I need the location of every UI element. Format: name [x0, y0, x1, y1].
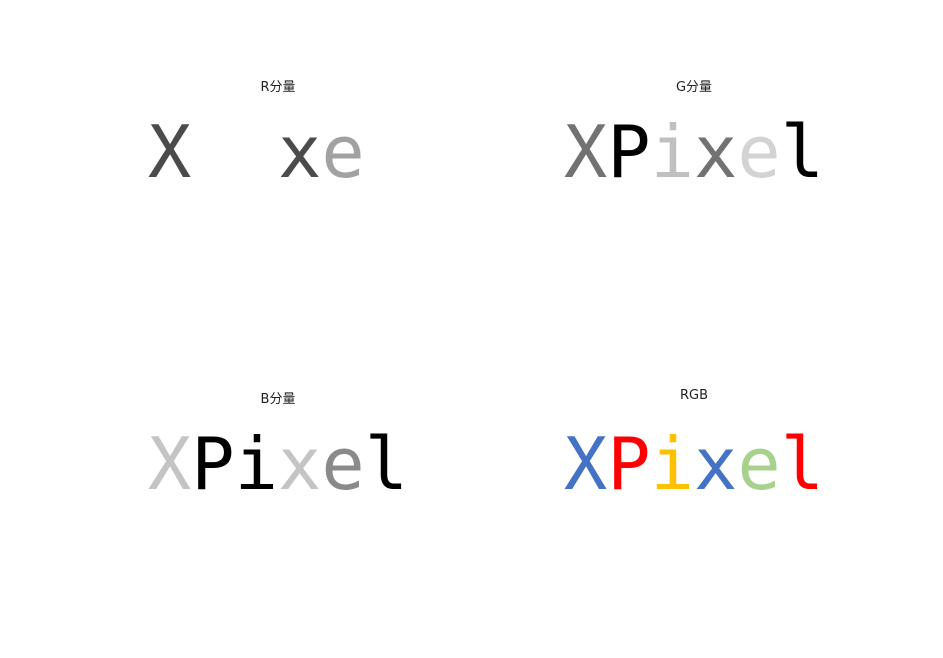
- letter-4: e: [737, 422, 781, 506]
- panel-title-r: R分量: [260, 80, 296, 95]
- letter-1: P: [607, 110, 651, 194]
- panel-rgb: RGB XPixel: [484, 388, 904, 548]
- word-g: XPixel: [484, 116, 904, 188]
- letter-4: e: [321, 422, 365, 506]
- word-rgb: XPixel: [484, 428, 904, 500]
- letter-5: l: [780, 110, 825, 194]
- letter-1: P: [191, 422, 235, 506]
- panel-b-component: B分量 XPixel: [68, 388, 488, 548]
- letter-5: l: [780, 422, 825, 506]
- letter-3: x: [278, 110, 322, 194]
- letter-3: x: [694, 110, 738, 194]
- letter-4: e: [321, 110, 365, 194]
- panel-r-component: R分量 XPixel: [68, 76, 488, 236]
- letter-1: P: [191, 110, 235, 194]
- letter-5: l: [364, 110, 409, 194]
- letter-0: X: [147, 110, 192, 194]
- panel-title-rgb: RGB: [679, 388, 709, 403]
- letter-2: i: [650, 422, 694, 506]
- letter-2: i: [234, 110, 278, 194]
- panel-title-g: G分量: [675, 80, 713, 95]
- letter-2: i: [234, 422, 278, 506]
- letter-3: x: [694, 422, 738, 506]
- letter-5: l: [364, 422, 409, 506]
- word-b: XPixel: [68, 428, 488, 500]
- letter-0: X: [563, 110, 608, 194]
- letter-4: e: [737, 110, 781, 194]
- letter-0: X: [563, 422, 608, 506]
- letter-3: x: [278, 422, 322, 506]
- letter-0: X: [147, 422, 192, 506]
- letter-1: P: [607, 422, 651, 506]
- letter-2: i: [650, 110, 694, 194]
- word-r: XPixel: [68, 116, 488, 188]
- panel-title-b: B分量: [260, 392, 296, 407]
- panel-g-component: G分量 XPixel: [484, 76, 904, 236]
